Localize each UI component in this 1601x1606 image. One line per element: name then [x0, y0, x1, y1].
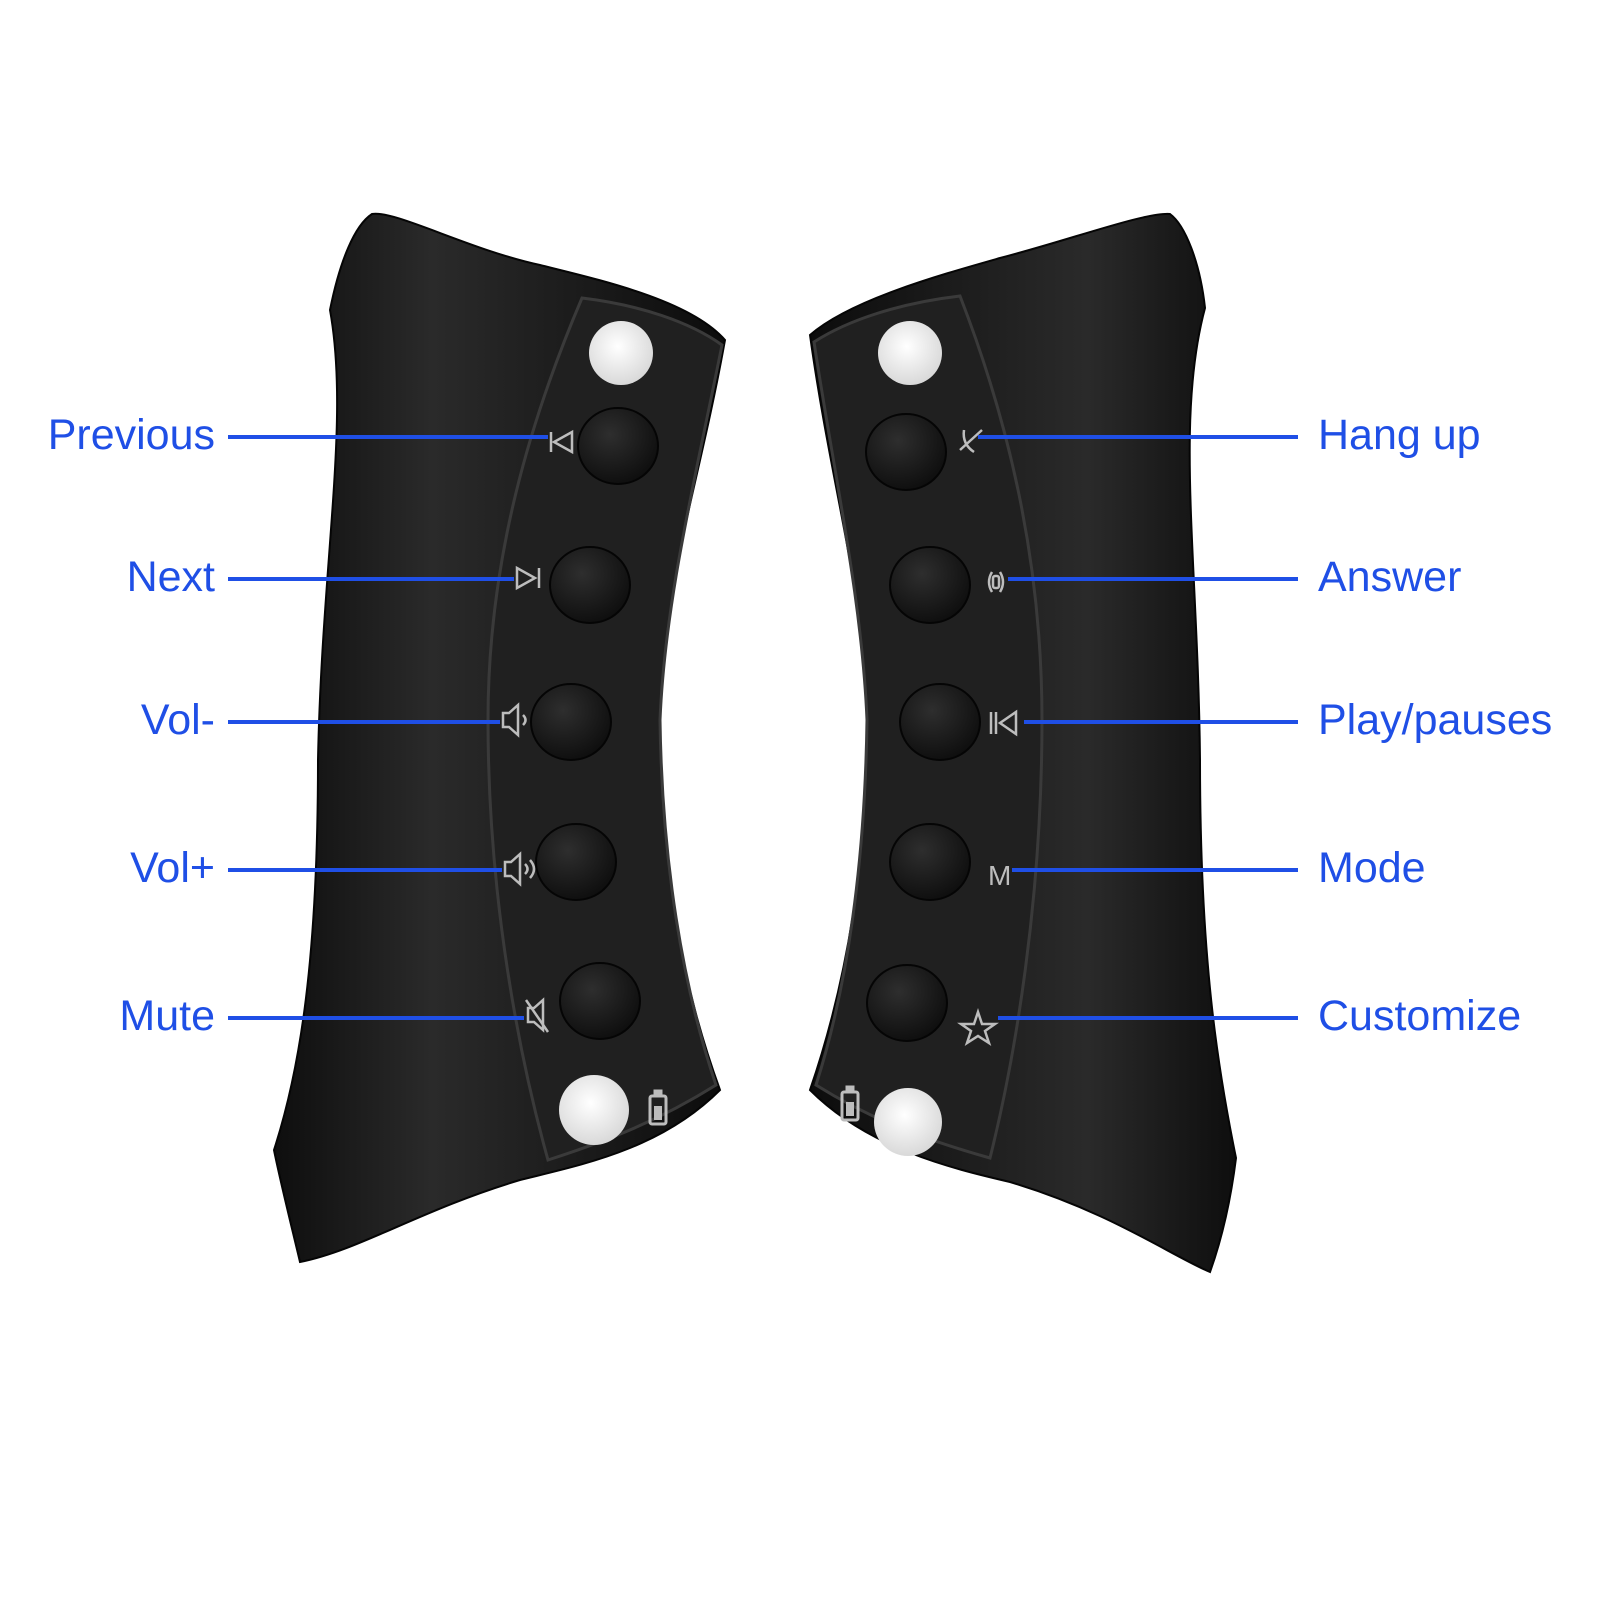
label-play-pause: Play/pauses [1318, 696, 1553, 744]
volume-down-icon [501, 702, 527, 738]
mute-icon [524, 997, 550, 1033]
left-button-icons [501, 429, 574, 1033]
volume-up-button[interactable] [535, 823, 617, 901]
label-mode: Mode [1318, 844, 1426, 892]
next-button[interactable] [549, 546, 631, 624]
next-icon [515, 565, 541, 591]
mode-icon: M [988, 860, 1011, 891]
label-customize: Customize [1318, 992, 1522, 1040]
answer-button[interactable] [889, 546, 971, 624]
mute-button[interactable] [559, 962, 641, 1040]
label-answer: Answer [1318, 553, 1462, 601]
led-top [589, 321, 653, 385]
label-vol-down: Vol- [140, 696, 215, 744]
volume-up-icon [503, 851, 536, 887]
star-icon [957, 1008, 999, 1046]
previous-button[interactable] [577, 407, 659, 485]
led-top [878, 321, 942, 385]
answer-icon [987, 571, 1005, 593]
customize-button[interactable] [866, 964, 948, 1042]
hang-up-icon [959, 429, 983, 454]
left-buttons [530, 407, 659, 1040]
battery-icon [840, 1085, 860, 1122]
right-controller: M [808, 212, 1238, 1274]
volume-down-button[interactable] [530, 683, 612, 761]
play-pause-button[interactable] [899, 683, 981, 761]
label-hang-up: Hang up [1318, 411, 1481, 459]
label-vol-up: Vol+ [130, 844, 215, 892]
battery-icon [648, 1089, 668, 1126]
callout-lines [228, 435, 1298, 1020]
led-bottom [559, 1075, 629, 1145]
play-pause-icon [989, 709, 1018, 737]
led-bottom [874, 1088, 942, 1156]
right-button-icons: M [957, 429, 1018, 1046]
label-next: Next [126, 553, 215, 601]
mode-button[interactable] [889, 823, 971, 901]
label-mute: Mute [119, 992, 215, 1040]
hang-up-button[interactable] [865, 413, 947, 491]
previous-icon [549, 429, 574, 455]
label-previous: Previous [47, 411, 215, 459]
right-buttons [865, 413, 981, 1042]
left-controller [272, 212, 727, 1264]
